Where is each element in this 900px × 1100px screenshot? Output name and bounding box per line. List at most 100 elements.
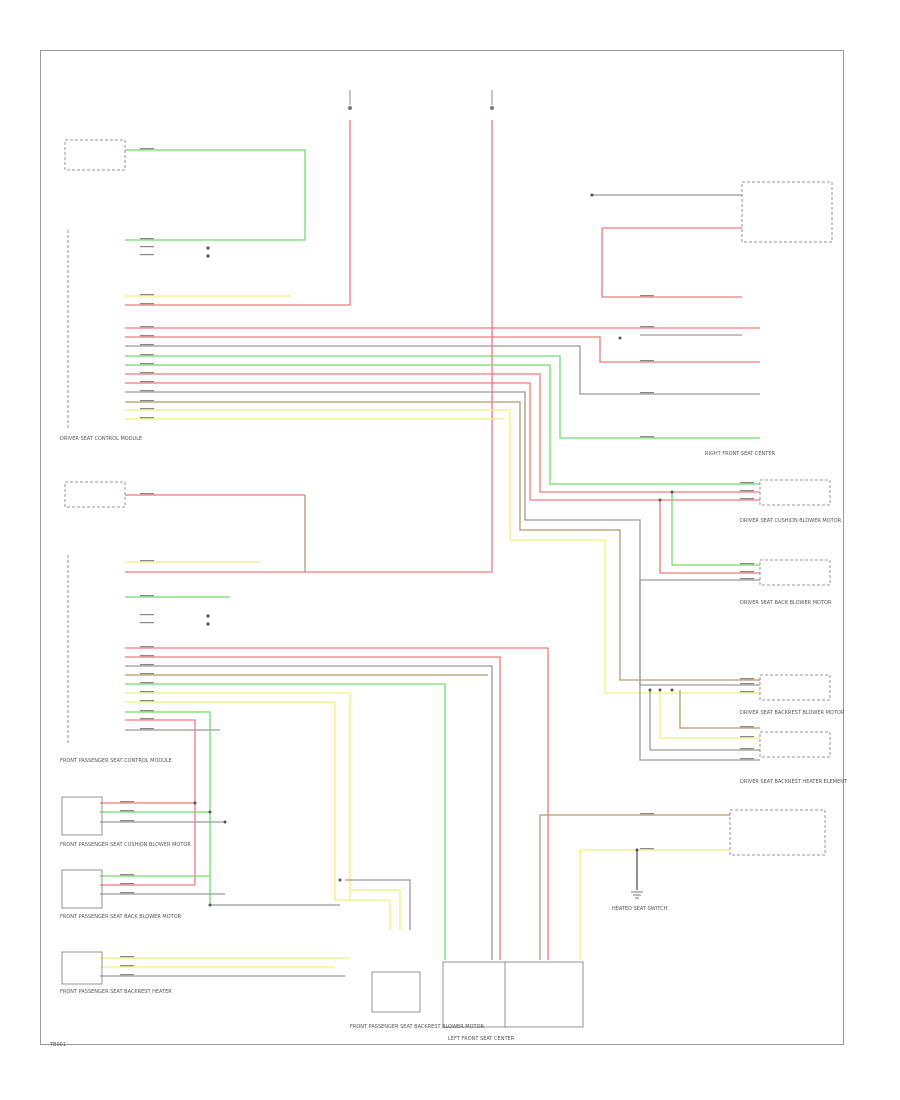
wire-callout-mark bbox=[140, 718, 154, 720]
wire-callout-mark bbox=[140, 614, 154, 616]
wire-callout-mark bbox=[140, 372, 154, 374]
wire-callout-mark bbox=[120, 810, 134, 812]
label-pass-back-blower: FRONT PASSENGER SEAT BACK BLOWER MOTOR bbox=[60, 914, 182, 920]
wire-callout-mark bbox=[140, 326, 154, 328]
wire-callout-mark bbox=[140, 335, 154, 337]
backrest-blower-box bbox=[759, 674, 831, 701]
wire-callout-mark bbox=[120, 965, 134, 967]
wire-brown bbox=[125, 401, 760, 681]
label-passenger-seat: FRONT PASSENGER SEAT CONTROL MODULE bbox=[60, 758, 172, 764]
seat-cushion-blower-box bbox=[759, 479, 831, 506]
wire-callout-mark bbox=[740, 490, 754, 492]
wire-callout-mark bbox=[740, 683, 754, 685]
wire-callout-mark bbox=[140, 646, 154, 648]
wire-callout-mark bbox=[140, 417, 154, 419]
fuse-2 bbox=[489, 90, 494, 111]
wire-callout-mark bbox=[640, 848, 654, 850]
wire-gray bbox=[639, 580, 760, 761]
ground-icon bbox=[631, 891, 643, 899]
wire-callout-mark bbox=[740, 691, 754, 693]
footer-code: TB001 bbox=[49, 1042, 66, 1048]
wire-callout-mark bbox=[740, 758, 754, 760]
diagram-frame bbox=[40, 50, 844, 1045]
wire-callout-mark bbox=[140, 246, 154, 248]
wire-yellow bbox=[125, 701, 336, 900]
wire-red bbox=[659, 500, 760, 574]
wire-red bbox=[601, 228, 742, 298]
wire-callout-mark bbox=[740, 571, 754, 573]
wire-green bbox=[125, 683, 446, 960]
wire-callout-mark bbox=[140, 381, 154, 383]
wire-callout-mark bbox=[640, 326, 654, 328]
right-seat-center-box bbox=[729, 809, 826, 856]
wire-callout-mark bbox=[740, 748, 754, 750]
wire-red bbox=[125, 382, 760, 501]
wire-gray bbox=[345, 879, 411, 930]
passenger-bottom-blower-box bbox=[371, 971, 421, 1013]
wire-callout-mark bbox=[120, 874, 134, 876]
wire-yellow bbox=[350, 889, 401, 930]
label-seat-cushion-blower: DRIVER SEAT CUSHION BLOWER MOTOR bbox=[740, 518, 842, 524]
wire-callout-mark bbox=[140, 344, 154, 346]
wire-red bbox=[125, 719, 196, 885]
wire-callout-mark bbox=[140, 400, 154, 402]
wire-green bbox=[125, 711, 211, 905]
splice-points bbox=[193, 193, 674, 907]
wire-callout-mark bbox=[140, 560, 154, 562]
label-heated-seat-switch: HEATED SEAT SWITCH bbox=[612, 906, 667, 912]
wire-callout-mark bbox=[140, 673, 154, 675]
label-backrest-heater: DRIVER SEAT BACKREST HEATER ELEMENT bbox=[740, 779, 848, 785]
driver-top-connector bbox=[64, 139, 126, 171]
wire-callout-mark bbox=[140, 710, 154, 712]
wire-callout-mark bbox=[140, 595, 154, 597]
label-seat-back-blower: DRIVER SEAT BACK BLOWER MOTOR bbox=[740, 600, 832, 606]
passenger-top-connector bbox=[64, 481, 126, 508]
wire-callout-mark bbox=[140, 622, 154, 624]
fuse-1 bbox=[347, 90, 352, 111]
backrest-heater-box bbox=[759, 731, 831, 758]
wire-callout-mark bbox=[120, 956, 134, 958]
wire-callout-mark bbox=[740, 563, 754, 565]
wire-callout-mark bbox=[640, 436, 654, 438]
wire-labels bbox=[120, 148, 754, 976]
wire-green bbox=[125, 355, 760, 439]
wire-callout-mark bbox=[140, 700, 154, 702]
wire-yellow bbox=[335, 899, 391, 930]
wire-callout-mark bbox=[140, 363, 154, 365]
wire-gray bbox=[125, 665, 493, 960]
wire-callout-mark bbox=[640, 360, 654, 362]
wire-red bbox=[125, 373, 760, 493]
label-right-front-seat-center: RIGHT FRONT SEAT CENTER bbox=[705, 451, 776, 457]
labels: DRIVER SEAT CONTROL MODULE FRONT PASSENG… bbox=[49, 436, 848, 1048]
wire-callout-mark bbox=[120, 892, 134, 894]
wire-callout-mark bbox=[120, 820, 134, 822]
wire-red bbox=[125, 647, 549, 960]
left-front-seat-center-box bbox=[442, 961, 584, 1028]
wire-callout-mark bbox=[140, 664, 154, 666]
seat-back-blower-box bbox=[759, 559, 831, 586]
wire-callout-mark bbox=[140, 655, 154, 657]
wire-callout-mark bbox=[140, 682, 154, 684]
wire-callout-mark bbox=[640, 813, 654, 815]
wire-callout-mark bbox=[740, 578, 754, 580]
components bbox=[61, 90, 833, 1028]
label-driver-seat: DRIVER SEAT CONTROL MODULE bbox=[60, 436, 142, 442]
wire-yellow bbox=[125, 692, 351, 900]
label-pass-cushion-blower: FRONT PASSENGER SEAT CUSHION BLOWER MOTO… bbox=[60, 842, 191, 848]
wire-gray bbox=[125, 391, 760, 686]
wire-callout-mark bbox=[120, 883, 134, 885]
wire-yellow bbox=[125, 409, 760, 694]
passenger-back-blower-box bbox=[61, 869, 103, 909]
wire-callout-mark bbox=[740, 498, 754, 500]
wire-red bbox=[125, 120, 493, 573]
passenger-heater-box bbox=[61, 951, 103, 985]
label-left-front-seat-center: LEFT FRONT SEAT CENTER bbox=[448, 1036, 515, 1042]
passenger-cushion-blower-box bbox=[61, 796, 103, 836]
wire-callout-mark bbox=[140, 254, 154, 256]
wire-callout-mark bbox=[140, 238, 154, 240]
wire-callout-mark bbox=[740, 678, 754, 680]
wire-callout-mark bbox=[120, 974, 134, 976]
wire-red bbox=[125, 656, 501, 960]
label-backrest-blower: DRIVER SEAT BACKREST BLOWER MOTOR bbox=[740, 710, 845, 716]
